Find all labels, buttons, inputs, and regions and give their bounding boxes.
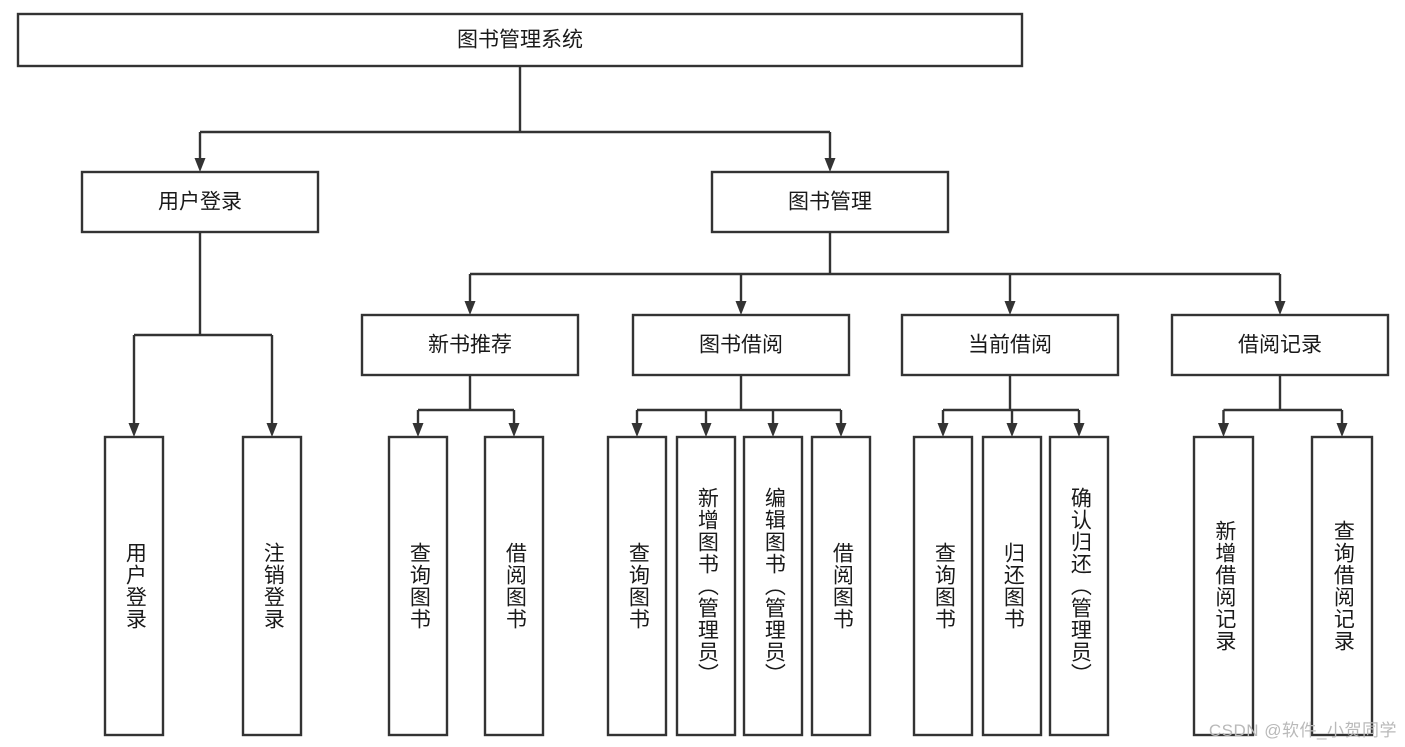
connector-group-book-manage bbox=[464, 232, 1286, 315]
node-leaf-borrow-book-recommend[interactable] bbox=[483, 435, 545, 737]
connector-group-root bbox=[194, 66, 836, 172]
node-leaf-query-book-recommend[interactable] bbox=[387, 435, 449, 737]
node-box-borrow-record[interactable] bbox=[1170, 313, 1390, 377]
node-label-current-borrow: 当前借阅 bbox=[968, 334, 1052, 357]
node-box-leaf-query-book-current[interactable] bbox=[912, 435, 974, 737]
node-leaf-borrow-book[interactable] bbox=[810, 435, 872, 737]
arrow-head-icon bbox=[1073, 423, 1085, 437]
node-book-manage[interactable]: 图书管理 bbox=[710, 170, 950, 234]
arrow-head-icon bbox=[735, 301, 747, 315]
node-leaf-user-login[interactable] bbox=[103, 435, 165, 737]
arrow-head-icon bbox=[1218, 423, 1229, 437]
node-box-leaf-query-book-borrow[interactable] bbox=[606, 435, 668, 737]
arrow-head-icon bbox=[700, 423, 712, 437]
node-leaf-add-borrow-record[interactable] bbox=[1192, 435, 1255, 737]
arrow-head-icon bbox=[1004, 301, 1016, 315]
node-box-book-manage[interactable] bbox=[710, 170, 950, 234]
connector-group-borrow-record bbox=[1218, 375, 1348, 437]
node-leaf-query-borrow-record[interactable] bbox=[1310, 435, 1374, 737]
arrow-head-icon bbox=[767, 423, 779, 437]
node-box-leaf-query-borrow-record[interactable] bbox=[1310, 435, 1374, 737]
arrow-head-icon bbox=[835, 423, 847, 437]
arrow-head-icon bbox=[412, 423, 424, 437]
node-box-book-borrow[interactable] bbox=[631, 313, 851, 377]
arrow-head-icon bbox=[464, 301, 476, 315]
node-box-leaf-user-logout[interactable] bbox=[241, 435, 303, 737]
arrow-head-icon bbox=[194, 158, 206, 172]
node-box-leaf-return-book[interactable] bbox=[981, 435, 1043, 737]
node-root[interactable]: 图书管理系统 bbox=[16, 12, 1024, 68]
arrow-head-icon bbox=[937, 423, 949, 437]
node-leaf-query-book-borrow[interactable] bbox=[606, 435, 668, 737]
arrow-head-icon bbox=[1274, 301, 1286, 315]
node-box-leaf-borrow-book[interactable] bbox=[810, 435, 872, 737]
node-book-borrow[interactable]: 图书借阅 bbox=[631, 313, 851, 377]
node-label-borrow-record: 借阅记录 bbox=[1238, 334, 1322, 357]
node-box-leaf-add-book[interactable] bbox=[675, 435, 737, 737]
node-label-user-login: 用户登录 bbox=[158, 191, 242, 214]
node-borrow-record[interactable]: 借阅记录 bbox=[1170, 313, 1390, 377]
node-leaf-edit-book[interactable] bbox=[742, 435, 804, 737]
node-leaf-confirm-return[interactable] bbox=[1048, 435, 1110, 737]
node-box-leaf-confirm-return[interactable] bbox=[1048, 435, 1110, 737]
node-box-leaf-add-borrow-record[interactable] bbox=[1192, 435, 1255, 737]
connector-group-current-borrow bbox=[937, 375, 1085, 437]
node-leaf-query-book-current[interactable] bbox=[912, 435, 974, 737]
node-label-root: 图书管理系统 bbox=[457, 29, 583, 52]
node-label-new-book-recommend: 新书推荐 bbox=[428, 334, 512, 357]
node-box-leaf-borrow-book-recommend[interactable] bbox=[483, 435, 545, 737]
node-leaf-add-book[interactable] bbox=[675, 435, 737, 737]
arrow-head-icon bbox=[1006, 423, 1018, 437]
connector-group-book-borrow bbox=[631, 375, 847, 437]
node-leaf-return-book[interactable] bbox=[981, 435, 1043, 737]
connector-group-user-login bbox=[128, 232, 278, 437]
watermark-text: CSDN @软件_小贺同学 bbox=[1208, 721, 1397, 740]
node-label-book-manage: 图书管理 bbox=[788, 191, 872, 214]
arrow-head-icon bbox=[631, 423, 643, 437]
node-user-login[interactable]: 用户登录 bbox=[80, 170, 320, 234]
arrow-head-icon bbox=[508, 423, 520, 437]
arrow-head-icon bbox=[824, 158, 836, 172]
connector-group-new-book-recommend bbox=[412, 375, 520, 437]
arrow-head-icon bbox=[128, 423, 140, 437]
node-current-borrow[interactable]: 当前借阅 bbox=[900, 313, 1120, 377]
node-label-book-borrow: 图书借阅 bbox=[699, 334, 783, 357]
arrow-head-icon bbox=[1336, 423, 1348, 437]
node-box-leaf-user-login[interactable] bbox=[103, 435, 165, 737]
node-box-user-login[interactable] bbox=[80, 170, 320, 234]
node-box-current-borrow[interactable] bbox=[900, 313, 1120, 377]
node-box-root[interactable] bbox=[16, 12, 1024, 68]
arrow-head-icon bbox=[266, 423, 278, 437]
node-box-leaf-query-book-recommend[interactable] bbox=[387, 435, 449, 737]
node-leaf-user-logout[interactable] bbox=[241, 435, 303, 737]
node-box-leaf-edit-book[interactable] bbox=[742, 435, 804, 737]
node-new-book-recommend[interactable]: 新书推荐 bbox=[360, 313, 580, 377]
node-box-new-book-recommend[interactable] bbox=[360, 313, 580, 377]
